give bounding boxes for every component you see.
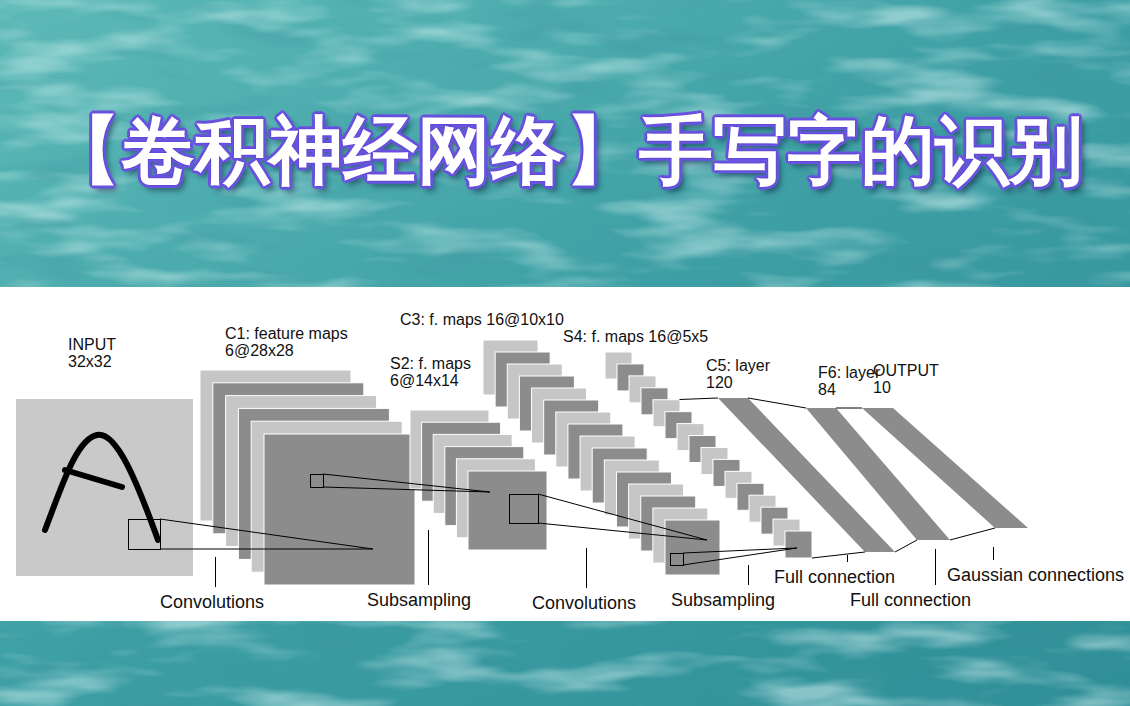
layer-block: F6: layer 84 (806, 408, 950, 540)
layer-band (806, 408, 950, 540)
input-image (16, 399, 193, 576)
layer-shape (483, 340, 720, 575)
layer-block: C1: feature maps 6@28x28 (200, 370, 415, 585)
handwritten-letter (45, 435, 158, 540)
layer-heading-wrap: OUTPUT 10 (873, 362, 945, 396)
layer-heading: OUTPUT 10 (873, 362, 945, 396)
receptive-window (129, 520, 161, 550)
layer-heading-wrap: C5: layer 120 (706, 357, 786, 391)
layer-block: C3: f. maps 16@10x10 (483, 340, 720, 575)
layer-heading-wrap: C1: feature maps 6@28x28 (225, 325, 375, 359)
operation-label: Gaussian connections (947, 564, 1124, 586)
operation-label-wrap: Gaussian connections (947, 564, 1124, 586)
layer-heading-wrap: S4: f. maps 16@5x5 (563, 328, 708, 345)
tick-line (428, 530, 429, 585)
operation-label-wrap: Full connection (850, 589, 971, 611)
layer-heading-wrap: INPUT 32x32 (68, 336, 128, 370)
receptive-window (671, 554, 684, 566)
layer-heading: S2: f. maps 6@14x14 (390, 355, 490, 389)
operation-label: Convolutions (160, 591, 264, 613)
operation-label: Convolutions (532, 592, 636, 614)
operation-label-wrap: Full connection (774, 566, 895, 588)
receptive-window (510, 495, 539, 524)
tick-line (935, 549, 936, 585)
layer-shape (200, 370, 415, 585)
tick-line (215, 557, 216, 587)
feature-map (468, 471, 547, 550)
layer-heading: C3: f. maps 16@10x10 (400, 311, 564, 328)
layer-heading-wrap: S2: f. maps 6@14x14 (390, 355, 490, 389)
tick-line (847, 555, 848, 562)
layer-heading: S4: f. maps 16@5x5 (563, 328, 708, 345)
page-title: 【卷积神经网络】手写字的识别 (47, 100, 1083, 200)
operation-label: Full connection (850, 589, 971, 611)
layer-heading: C5: layer 120 (706, 357, 786, 391)
feature-map (665, 520, 720, 575)
feature-map (785, 531, 812, 558)
layer-heading: INPUT 32x32 (68, 336, 128, 370)
layer-block: OUTPUT 10 (862, 408, 1028, 528)
operation-label-wrap: Subsampling (671, 589, 775, 611)
layer-shape (862, 408, 1028, 528)
tick-line (586, 548, 587, 588)
operation-label: Full connection (774, 566, 895, 588)
feature-map (264, 434, 415, 585)
layer-shape (806, 408, 950, 540)
operation-label-wrap: Convolutions (160, 591, 264, 613)
operation-label-wrap: Convolutions (532, 592, 636, 614)
layer-band (862, 408, 1028, 528)
tick-line (748, 565, 749, 585)
operation-label: Subsampling (671, 589, 775, 611)
layer-heading-wrap: C3: f. maps 16@10x10 (400, 311, 564, 328)
receptive-window (311, 475, 324, 488)
layer-heading: C1: feature maps 6@28x28 (225, 325, 375, 359)
operation-label-wrap: Subsampling (367, 589, 471, 611)
handwritten-letter-bar (65, 470, 122, 487)
title-wrap: 【卷积神经网络】手写字的识别 (0, 100, 1130, 200)
operation-label: Subsampling (367, 589, 471, 611)
tick-line (993, 547, 994, 560)
